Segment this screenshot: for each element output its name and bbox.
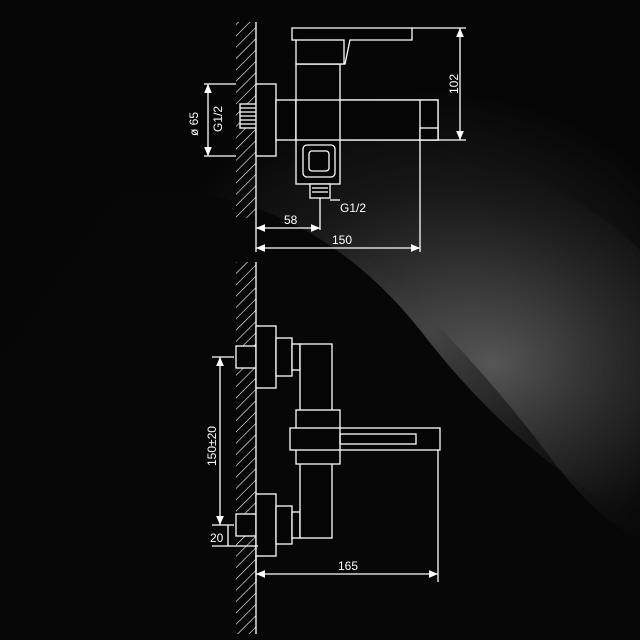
height-dim-label: 102: [447, 74, 461, 94]
wall-offset-label: 58: [284, 213, 298, 227]
offset-dim-label: 20: [210, 531, 224, 545]
inlet-thread-label: G1/2: [211, 106, 225, 132]
length-dim-label: 150: [332, 233, 352, 247]
outlet-thread-label: G1/2: [340, 201, 366, 215]
width-dim-label: 165: [338, 559, 358, 573]
spacing-dim-label: 150±20: [205, 426, 219, 466]
diameter-label: ø 65: [187, 112, 201, 136]
